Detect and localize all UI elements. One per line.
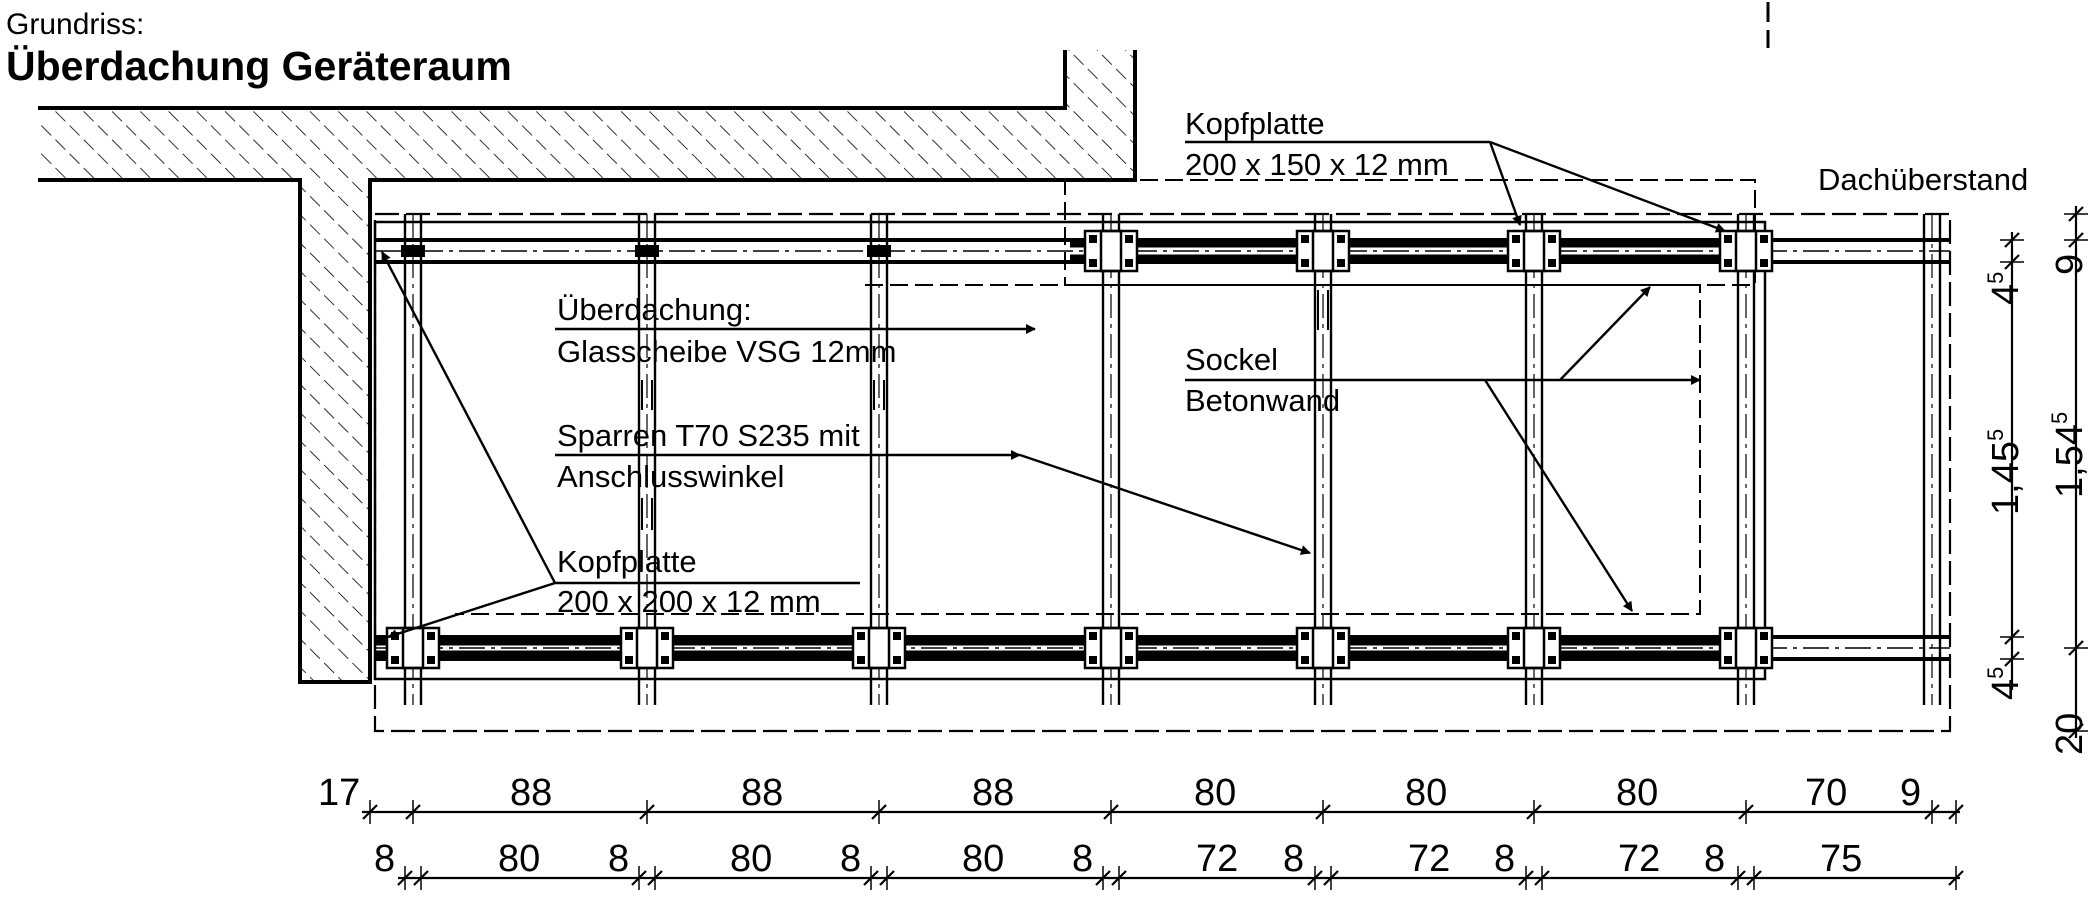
dimension-row-1: 17 88 88 88 80 80 80 70 9 xyxy=(318,772,1921,814)
dim-row2-5: 80 xyxy=(962,838,1004,880)
svg-text:1,455: 1,455 xyxy=(1983,429,2027,515)
dim-right-outer-bottom: 20 xyxy=(2049,713,2091,755)
dim-right-inner-top: 45 xyxy=(1983,272,2027,305)
rafter-4 xyxy=(1313,214,1333,705)
label-kopfplatte-top: Kopfplatte xyxy=(1185,106,1325,141)
small-plate-top-1 xyxy=(635,245,659,257)
label-sockel: Sockel xyxy=(1185,342,1278,377)
head-plate-top-0 xyxy=(1083,229,1139,273)
label-dachueberstand: Dachüberstand xyxy=(1818,162,2028,197)
rafter-3 xyxy=(1101,214,1121,705)
small-plate-top-0 xyxy=(401,245,425,257)
drawing-title: Überdachung Geräteraum xyxy=(6,43,512,89)
leader-lines xyxy=(380,140,1726,639)
svg-text:45: 45 xyxy=(1983,667,2027,700)
head-plate-top-1 xyxy=(1295,229,1351,273)
dim-chain-right-inner xyxy=(2000,232,2024,690)
dim-row2-1: 80 xyxy=(498,838,540,880)
existing-wall xyxy=(38,50,1137,684)
dim-row2-0: 8 xyxy=(374,838,395,880)
head-plate-bottom-3 xyxy=(1083,626,1139,670)
concrete-base-wall xyxy=(455,284,1701,615)
label-betonwand: Betonwand xyxy=(1185,383,1340,418)
label-sparren: Sparren T70 S235 mit xyxy=(557,418,860,453)
dim-right-outer-top: 9 xyxy=(2049,254,2091,275)
dim-row2-2: 8 xyxy=(608,838,629,880)
rafter-hidden-marks xyxy=(641,290,1329,530)
rafter-7 xyxy=(1922,214,1942,705)
head-plates xyxy=(385,229,1774,670)
head-plate-bottom-6 xyxy=(1718,626,1774,670)
top-beam xyxy=(375,238,1950,264)
dimension-row-2: 8 80 8 80 8 80 8 72 8 72 8 72 8 75 xyxy=(374,838,1862,880)
dim-row2-3: 80 xyxy=(730,838,772,880)
dim-row2-13: 75 xyxy=(1820,838,1862,880)
small-plate-top-2 xyxy=(867,245,891,257)
dim-row1-3: 88 xyxy=(972,772,1014,814)
dim-row2-8: 8 xyxy=(1283,838,1304,880)
dim-row2-6: 8 xyxy=(1072,838,1093,880)
rafters xyxy=(403,214,1942,705)
head-plate-bottom-5 xyxy=(1506,626,1562,670)
glass-roof-frame xyxy=(373,220,1767,681)
dim-row2-12: 8 xyxy=(1704,838,1725,880)
label-ueberdachung: Überdachung: xyxy=(557,292,752,327)
rafter-1 xyxy=(637,214,657,705)
dim-chain-row-1 xyxy=(362,800,1964,824)
dimension-chains xyxy=(362,206,2088,890)
dim-row2-9: 72 xyxy=(1408,838,1450,880)
dim-row1-5: 80 xyxy=(1405,772,1447,814)
dim-row1-2: 88 xyxy=(741,772,783,814)
dim-right-outer-middle: 1,545 xyxy=(2047,412,2091,498)
svg-text:20: 20 xyxy=(2049,713,2091,755)
dim-row2-10: 8 xyxy=(1494,838,1515,880)
dim-chain-row-2 xyxy=(397,866,1964,890)
dim-row2-4: 8 xyxy=(840,838,861,880)
dim-row1-4: 80 xyxy=(1194,772,1236,814)
dim-row2-7: 72 xyxy=(1196,838,1238,880)
dim-row1-6: 80 xyxy=(1616,772,1658,814)
head-plate-bottom-1 xyxy=(619,626,675,670)
rafter-5 xyxy=(1524,214,1544,705)
dim-row2-11: 72 xyxy=(1618,838,1660,880)
head-plate-bottom-4 xyxy=(1295,626,1351,670)
label-anschlusswinkel: Anschlusswinkel xyxy=(557,459,784,494)
label-kopfplatte-bottom-size: 200 x 200 x 12 mm xyxy=(557,584,821,619)
svg-text:1,545: 1,545 xyxy=(2047,412,2091,498)
label-kopfplatte-top-size: 200 x 150 x 12 mm xyxy=(1185,147,1449,182)
head-plate-bottom-2 xyxy=(851,626,907,670)
dim-row1-0: 17 xyxy=(318,772,360,814)
svg-text:45: 45 xyxy=(1983,272,2027,305)
dim-row1-8: 9 xyxy=(1900,772,1921,814)
label-kopfplatte-bottom: Kopfplatte xyxy=(557,544,697,579)
head-plate-top-2 xyxy=(1506,229,1562,273)
dim-right-inner-bottom: 45 xyxy=(1983,667,2027,700)
upper-plate-zone xyxy=(1064,179,1756,286)
label-glasscheibe: Glasscheibe VSG 12mm xyxy=(557,334,896,369)
svg-text:9: 9 xyxy=(2049,254,2091,275)
head-plate-top-3 xyxy=(1718,229,1774,273)
drawing-caption: Grundriss: xyxy=(6,8,144,41)
bottom-beam xyxy=(375,635,1950,661)
dim-row1-7: 70 xyxy=(1805,772,1847,814)
rafter-6 xyxy=(1736,214,1756,705)
dim-row1-1: 88 xyxy=(510,772,552,814)
dim-chain-right-outer xyxy=(2064,206,2088,739)
rafter-2 xyxy=(869,214,889,705)
dim-right-inner-middle: 1,455 xyxy=(1983,429,2027,515)
